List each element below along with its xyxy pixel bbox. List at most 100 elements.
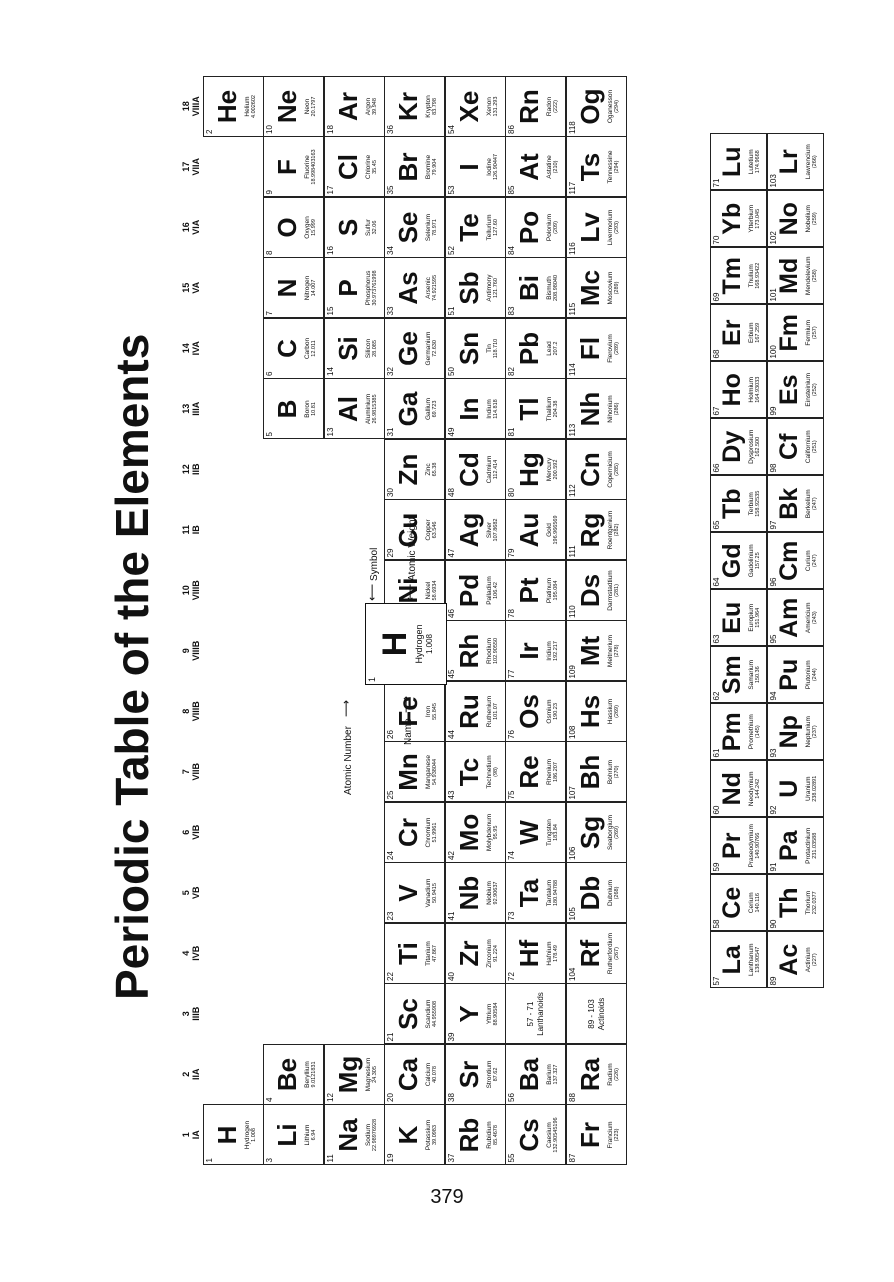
atomic-weight: 126.90447: [492, 154, 499, 180]
element-symbol: O: [272, 217, 302, 238]
atomic-weight: 140.90766: [754, 832, 761, 859]
atomic-weight: 50.9415: [432, 883, 438, 903]
arrow-icon: ⟵: [365, 583, 379, 601]
element-symbol: Fr: [574, 1122, 605, 1148]
atomic-weight: 44.955908: [432, 1001, 438, 1027]
element-symbol: Bi: [514, 275, 544, 301]
atomic-weight: (266): [811, 155, 818, 169]
legend-example-name: Hydrogen: [414, 624, 424, 664]
element-symbol: Es: [774, 374, 803, 406]
element-symbol: Te: [453, 213, 484, 242]
element-symbol: Po: [514, 210, 544, 245]
group-number: 9: [181, 648, 191, 654]
element-symbol: No: [774, 202, 803, 236]
atomic-weight: 131.293: [492, 96, 499, 117]
page-title: Periodic Table of the Elements: [106, 333, 158, 1000]
element-name: Technetium: [485, 755, 493, 789]
element-symbol: Mt: [574, 635, 605, 667]
atomic-weight: 195.084: [553, 580, 559, 601]
element-name: Mercury: [546, 457, 553, 482]
element-name: Iridium: [546, 641, 553, 661]
atomic-weight: 180.94788: [553, 880, 559, 906]
element-symbol: Au: [514, 512, 544, 548]
element-name: Arsenic: [425, 277, 432, 299]
element-name: Sodium: [364, 1123, 372, 1147]
atomic-weight: 173.045: [754, 208, 761, 229]
element-symbol: Tl: [514, 397, 544, 421]
element-name: Cadmium: [485, 455, 493, 484]
atomic-weight: (251): [811, 440, 818, 454]
element-name: Vanadium: [425, 878, 432, 908]
group-number: 5: [181, 890, 191, 896]
element-symbol: Sn: [453, 331, 484, 366]
element-symbol: Nb: [453, 875, 484, 911]
group-number: 2: [181, 1071, 191, 1077]
atomic-weight: 95.95: [492, 825, 499, 840]
element-name: Rhodium: [485, 638, 493, 665]
element-symbol: Gd: [717, 543, 746, 579]
element-name: Rubidium: [485, 1121, 493, 1149]
element-name: Thallium: [546, 396, 553, 422]
element-name: Moscovium: [606, 271, 614, 305]
element-symbol: Tm: [717, 257, 746, 295]
atomic-weight: 87.62: [492, 1067, 499, 1082]
element-name: Titanium: [425, 941, 432, 966]
atomic-weight: 91.224: [492, 945, 499, 962]
element-symbol: N: [272, 278, 302, 298]
element-name: Curium: [804, 550, 812, 572]
atomic-weight: (98): [492, 767, 499, 777]
element-name: Samarium: [747, 659, 755, 690]
group-roman: IA: [191, 1130, 201, 1140]
element-name: Dubnium: [606, 880, 614, 907]
element-symbol: C: [272, 339, 302, 358]
placeholder-cell: 89 - 103 Actinoids: [565, 983, 627, 1045]
element-symbol: B: [272, 399, 302, 419]
atomic-weight: 112.414: [492, 459, 499, 480]
element-name: Bromine: [425, 154, 432, 180]
element-name: Aluminium: [364, 393, 372, 425]
element-name: Argon: [364, 97, 372, 116]
element-symbol: H: [211, 1125, 242, 1145]
element-name: Barium: [546, 1064, 553, 1085]
atomic-weight: 69.723: [432, 400, 438, 418]
element-symbol: Ag: [453, 512, 484, 548]
group-roman: VA: [191, 281, 201, 294]
atomic-weight: (269): [613, 826, 620, 839]
atomic-weight: 231.03588: [811, 832, 818, 859]
element-symbol: Y: [453, 1005, 484, 1023]
element-name: Tungsten: [546, 819, 553, 846]
atomic-weight: 12.011: [311, 340, 317, 357]
element-name: Gold: [546, 523, 553, 537]
element-symbol: He: [211, 89, 242, 124]
atomic-weight: 151.964: [754, 607, 761, 628]
element-symbol: Rg: [574, 512, 605, 548]
element-name: Oxygen: [304, 216, 311, 239]
element-name: Actinium: [804, 947, 812, 973]
